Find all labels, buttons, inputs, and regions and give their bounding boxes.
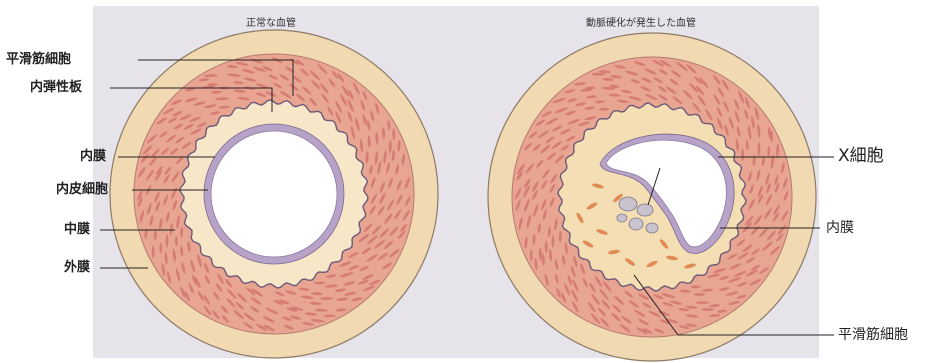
title-normal: 正常な血管 xyxy=(246,14,296,29)
title-atherosclerotic: 動脈硬化が発生した血管 xyxy=(586,14,696,29)
label-smooth-muscle-cell-right: 平滑筋細胞 xyxy=(838,327,908,343)
label-adventitia: 外膜 xyxy=(64,260,90,276)
muscle-fiber xyxy=(741,148,744,161)
label-intima-right: 内膜 xyxy=(826,220,854,236)
normal-vessel xyxy=(110,30,438,358)
label-media: 中膜 xyxy=(64,222,90,238)
lumen xyxy=(211,131,337,257)
label-smooth-muscle-cell: 平滑筋細胞 xyxy=(6,52,71,68)
atherosclerotic-vessel xyxy=(488,33,816,361)
label-endothelial-cell: 内皮細胞 xyxy=(56,182,108,198)
label-x-cell: X細胞 xyxy=(838,148,884,164)
label-intima: 内膜 xyxy=(80,149,106,165)
label-internal-elastic-lamina: 内弾性板 xyxy=(30,80,82,96)
